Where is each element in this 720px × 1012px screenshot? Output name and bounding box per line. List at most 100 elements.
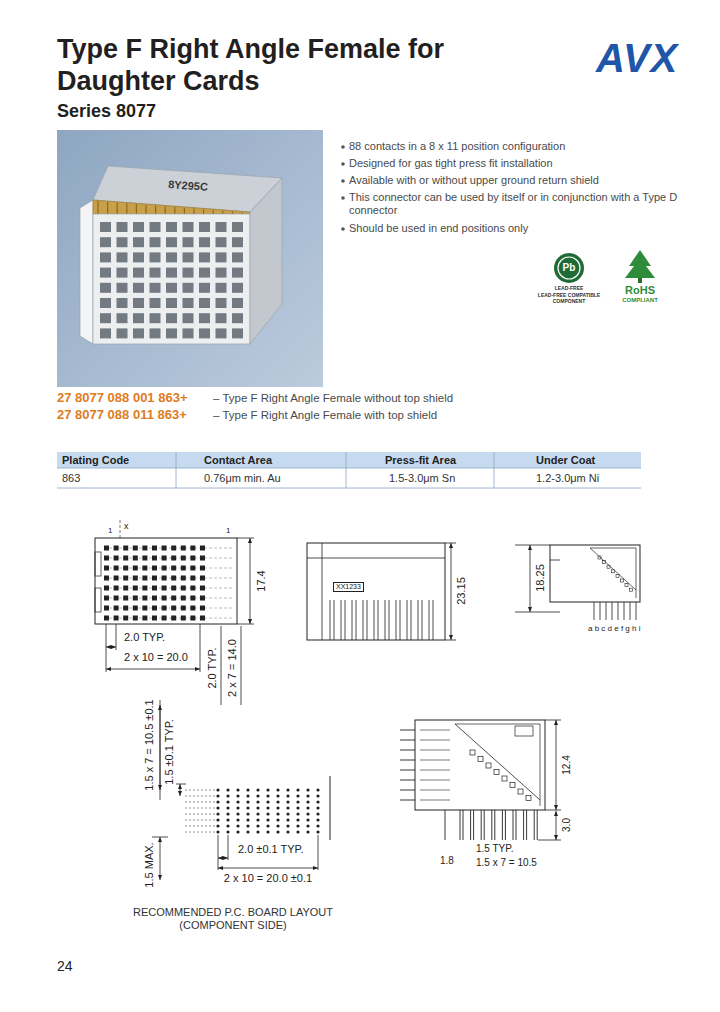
contact-tail <box>400 730 415 731</box>
contact-tail <box>400 740 415 741</box>
contact-cavity <box>123 586 128 591</box>
contact-cavity <box>104 556 109 561</box>
dimension-label: 1.5 x 7 = 10.5 ±0.1 <box>143 699 156 790</box>
row-leader <box>185 820 215 821</box>
dimension-line <box>160 837 161 880</box>
dimension-arrow <box>554 720 558 725</box>
plated-hole <box>266 794 269 797</box>
plated-hole <box>316 830 319 833</box>
feature-bullet: Should be used in end positions only <box>349 222 528 235</box>
contact-cavity <box>200 596 205 601</box>
contact-cavity <box>133 586 138 591</box>
plated-hole <box>296 818 299 821</box>
table-header: Press-fit Area <box>385 454 456 467</box>
dimension-label: 1.5 ±0.1 TYP. <box>163 719 176 785</box>
contact-cavity <box>142 576 147 581</box>
housing-detail <box>455 724 540 806</box>
contact-cavity <box>152 586 157 591</box>
contact-detail <box>630 588 633 591</box>
contact-cavity <box>232 283 243 293</box>
plated-hole <box>296 794 299 797</box>
plated-hole <box>306 824 309 827</box>
plated-hole <box>316 788 319 791</box>
contact-cavity <box>150 283 161 293</box>
row-leader <box>185 796 215 797</box>
contact-cavity <box>104 616 109 621</box>
plated-hole <box>276 794 279 797</box>
plated-hole <box>246 806 249 809</box>
contact-cavity <box>171 576 176 581</box>
contact-cavity <box>166 298 177 308</box>
press-fit-pin <box>484 810 485 840</box>
contact-detail <box>625 584 628 587</box>
dimension-arrow <box>158 837 162 842</box>
contact-cavity <box>114 616 119 621</box>
centerline <box>120 520 121 540</box>
row-letters: a b c d e f g h i <box>588 624 640 634</box>
contact-cavity <box>152 546 157 551</box>
contact-cavity <box>150 237 161 247</box>
extension-line <box>515 612 560 613</box>
dimension-label: 3.0 <box>561 818 573 832</box>
contact-detail <box>526 796 531 801</box>
plated-hole <box>216 830 219 833</box>
press-fit-pin <box>460 810 461 840</box>
contact-cavity <box>104 586 109 591</box>
plated-hole <box>316 800 319 803</box>
feature-bullet: Designed for gas tight press fit install… <box>349 157 553 170</box>
photo-background <box>57 130 323 387</box>
plated-hole <box>236 818 239 821</box>
contact-cavity <box>133 546 138 551</box>
table-rule <box>57 468 641 469</box>
contact-tail <box>420 790 450 791</box>
contact-detail <box>494 770 499 775</box>
contact-cavity <box>114 576 119 581</box>
press-fit-pin <box>636 602 637 620</box>
plated-hole <box>276 806 279 809</box>
extension-line <box>228 835 229 860</box>
contact-cavity <box>200 586 205 591</box>
contact-cavity <box>142 586 147 591</box>
press-fit-pin <box>470 810 471 840</box>
dimension-label: 2 x 10 = 20.0 <box>124 651 188 664</box>
plated-hole <box>296 830 299 833</box>
dimension-label: 2.0 TYP. <box>124 631 165 644</box>
extension-line <box>218 835 219 870</box>
plated-hole <box>276 788 279 791</box>
contact-cavity <box>150 313 161 323</box>
plated-hole <box>266 824 269 827</box>
lead-free-ring <box>558 257 580 279</box>
contact-cavity <box>200 576 205 581</box>
plated-hole <box>266 806 269 809</box>
plated-hole <box>306 794 309 797</box>
contact-cavity <box>166 252 177 262</box>
contact-cavity <box>171 586 176 591</box>
press-fit-pin <box>594 602 595 620</box>
press-fit-pin <box>600 602 601 620</box>
plated-hole <box>266 800 269 803</box>
plated-hole <box>316 806 319 809</box>
contact-tail <box>420 730 450 731</box>
lead-free-badge <box>554 253 584 283</box>
contact-cavity <box>114 546 119 551</box>
contact-cavity <box>216 268 227 278</box>
contact-cavity <box>190 606 195 611</box>
contact-cavity <box>152 556 157 561</box>
contact-detail <box>607 565 610 568</box>
dimension-label: x <box>124 521 129 532</box>
press-fit-pin <box>516 810 517 840</box>
plated-hole <box>296 788 299 791</box>
contact-cavity <box>216 298 227 308</box>
contact-tail <box>400 770 415 771</box>
plated-hole <box>246 824 249 827</box>
end-view-outline <box>550 545 640 602</box>
plated-hole <box>266 812 269 815</box>
row-leader <box>185 802 215 803</box>
dimension-arrow <box>528 545 532 550</box>
pin-number: 1 <box>108 526 112 536</box>
contact-cavity <box>100 283 111 293</box>
contact-cavity <box>133 298 144 308</box>
contact-detail <box>621 579 624 582</box>
dimension-line <box>106 669 200 670</box>
press-fit-pin <box>411 600 412 640</box>
